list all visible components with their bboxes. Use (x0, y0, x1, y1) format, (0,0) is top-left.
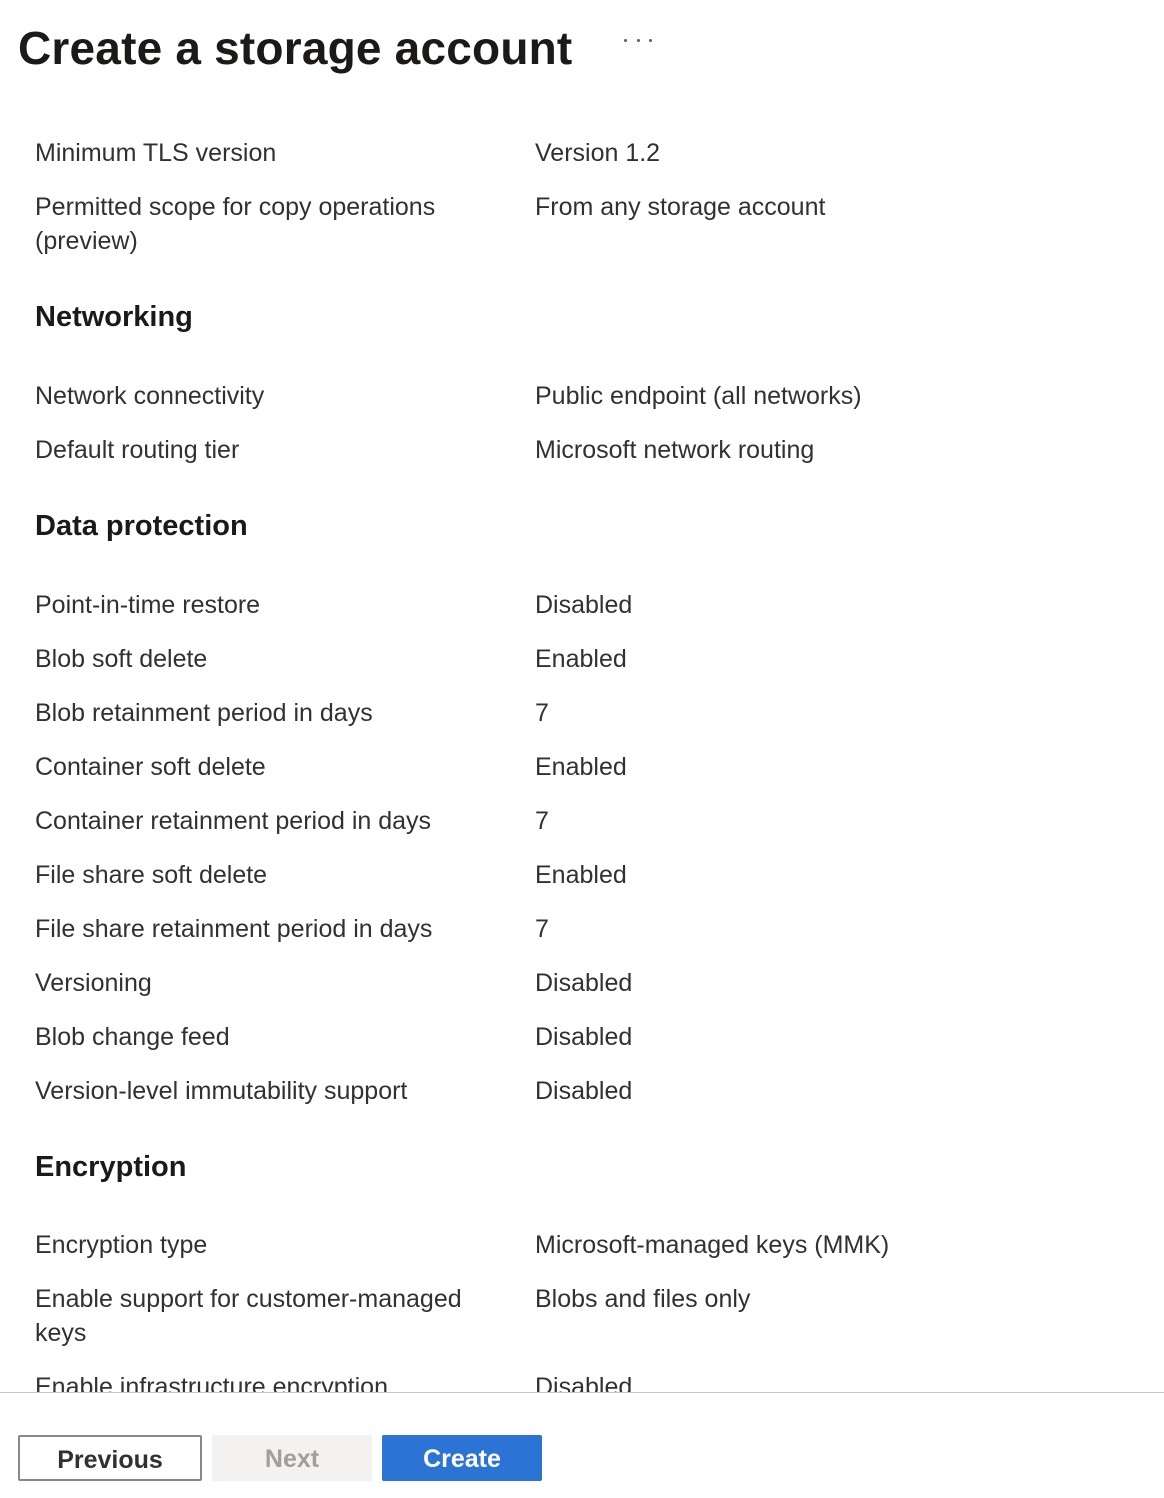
row-value: Disabled (535, 591, 633, 619)
section-heading-networking: Networking (35, 301, 193, 333)
review-summary[interactable]: Minimum TLS version Version 1.2 Permitte… (0, 100, 1164, 1392)
row-label: Versioning (35, 969, 152, 997)
row-label: Version-level immutability support (35, 1077, 408, 1105)
row-label: Enable infrastructure encryption (35, 1373, 388, 1392)
row-label: File share soft delete (35, 861, 268, 889)
wizard-footer: Previous Next Create (0, 1392, 1164, 1498)
row-value: Enabled (535, 753, 627, 781)
row-label: File share retainment period in days (35, 915, 433, 943)
create-button[interactable]: Create (382, 1435, 542, 1481)
row-label: Default routing tier (35, 436, 240, 464)
row-label: Point-in-time restore (35, 591, 261, 619)
section-heading-encryption: Encryption (35, 1151, 187, 1183)
row-label: Encryption type (35, 1231, 208, 1259)
row-label: Minimum TLS version (35, 139, 277, 167)
previous-button[interactable]: Previous (18, 1435, 202, 1481)
row-label: Blob soft delete (35, 645, 208, 673)
row-value: 7 (535, 699, 549, 727)
row-label: Permitted scope for copy operations (pre… (35, 193, 436, 255)
page-title: Create a storage account (18, 22, 573, 74)
row-label: Container soft delete (35, 753, 266, 781)
row-value: Disabled (535, 1077, 633, 1105)
row-value: Public endpoint (all networks) (535, 382, 862, 410)
row-value: 7 (535, 915, 549, 943)
row-value: 7 (535, 807, 549, 835)
row-value: Blobs and files only (535, 1285, 751, 1313)
section-heading-data-protection: Data protection (35, 510, 248, 542)
row-label: Blob retainment period in days (35, 699, 373, 727)
title-bar: Create a storage account (18, 18, 653, 78)
row-label: Enable support for customer-managed keys (35, 1285, 462, 1347)
row-label: Container retainment period in days (35, 807, 432, 835)
row-value: Enabled (535, 645, 627, 673)
row-value: Disabled (535, 1373, 633, 1392)
more-horizontal-icon[interactable] (624, 30, 653, 50)
row-value: Enabled (535, 861, 627, 889)
row-value: From any storage account (535, 193, 826, 221)
row-value: Version 1.2 (535, 139, 661, 167)
row-value: Disabled (535, 1023, 633, 1051)
next-button: Next (212, 1435, 372, 1481)
row-value: Microsoft network routing (535, 436, 815, 464)
row-label: Network connectivity (35, 382, 265, 410)
row-value: Microsoft-managed keys (MMK) (535, 1231, 890, 1259)
row-label: Blob change feed (35, 1023, 230, 1051)
row-value: Disabled (535, 969, 633, 997)
